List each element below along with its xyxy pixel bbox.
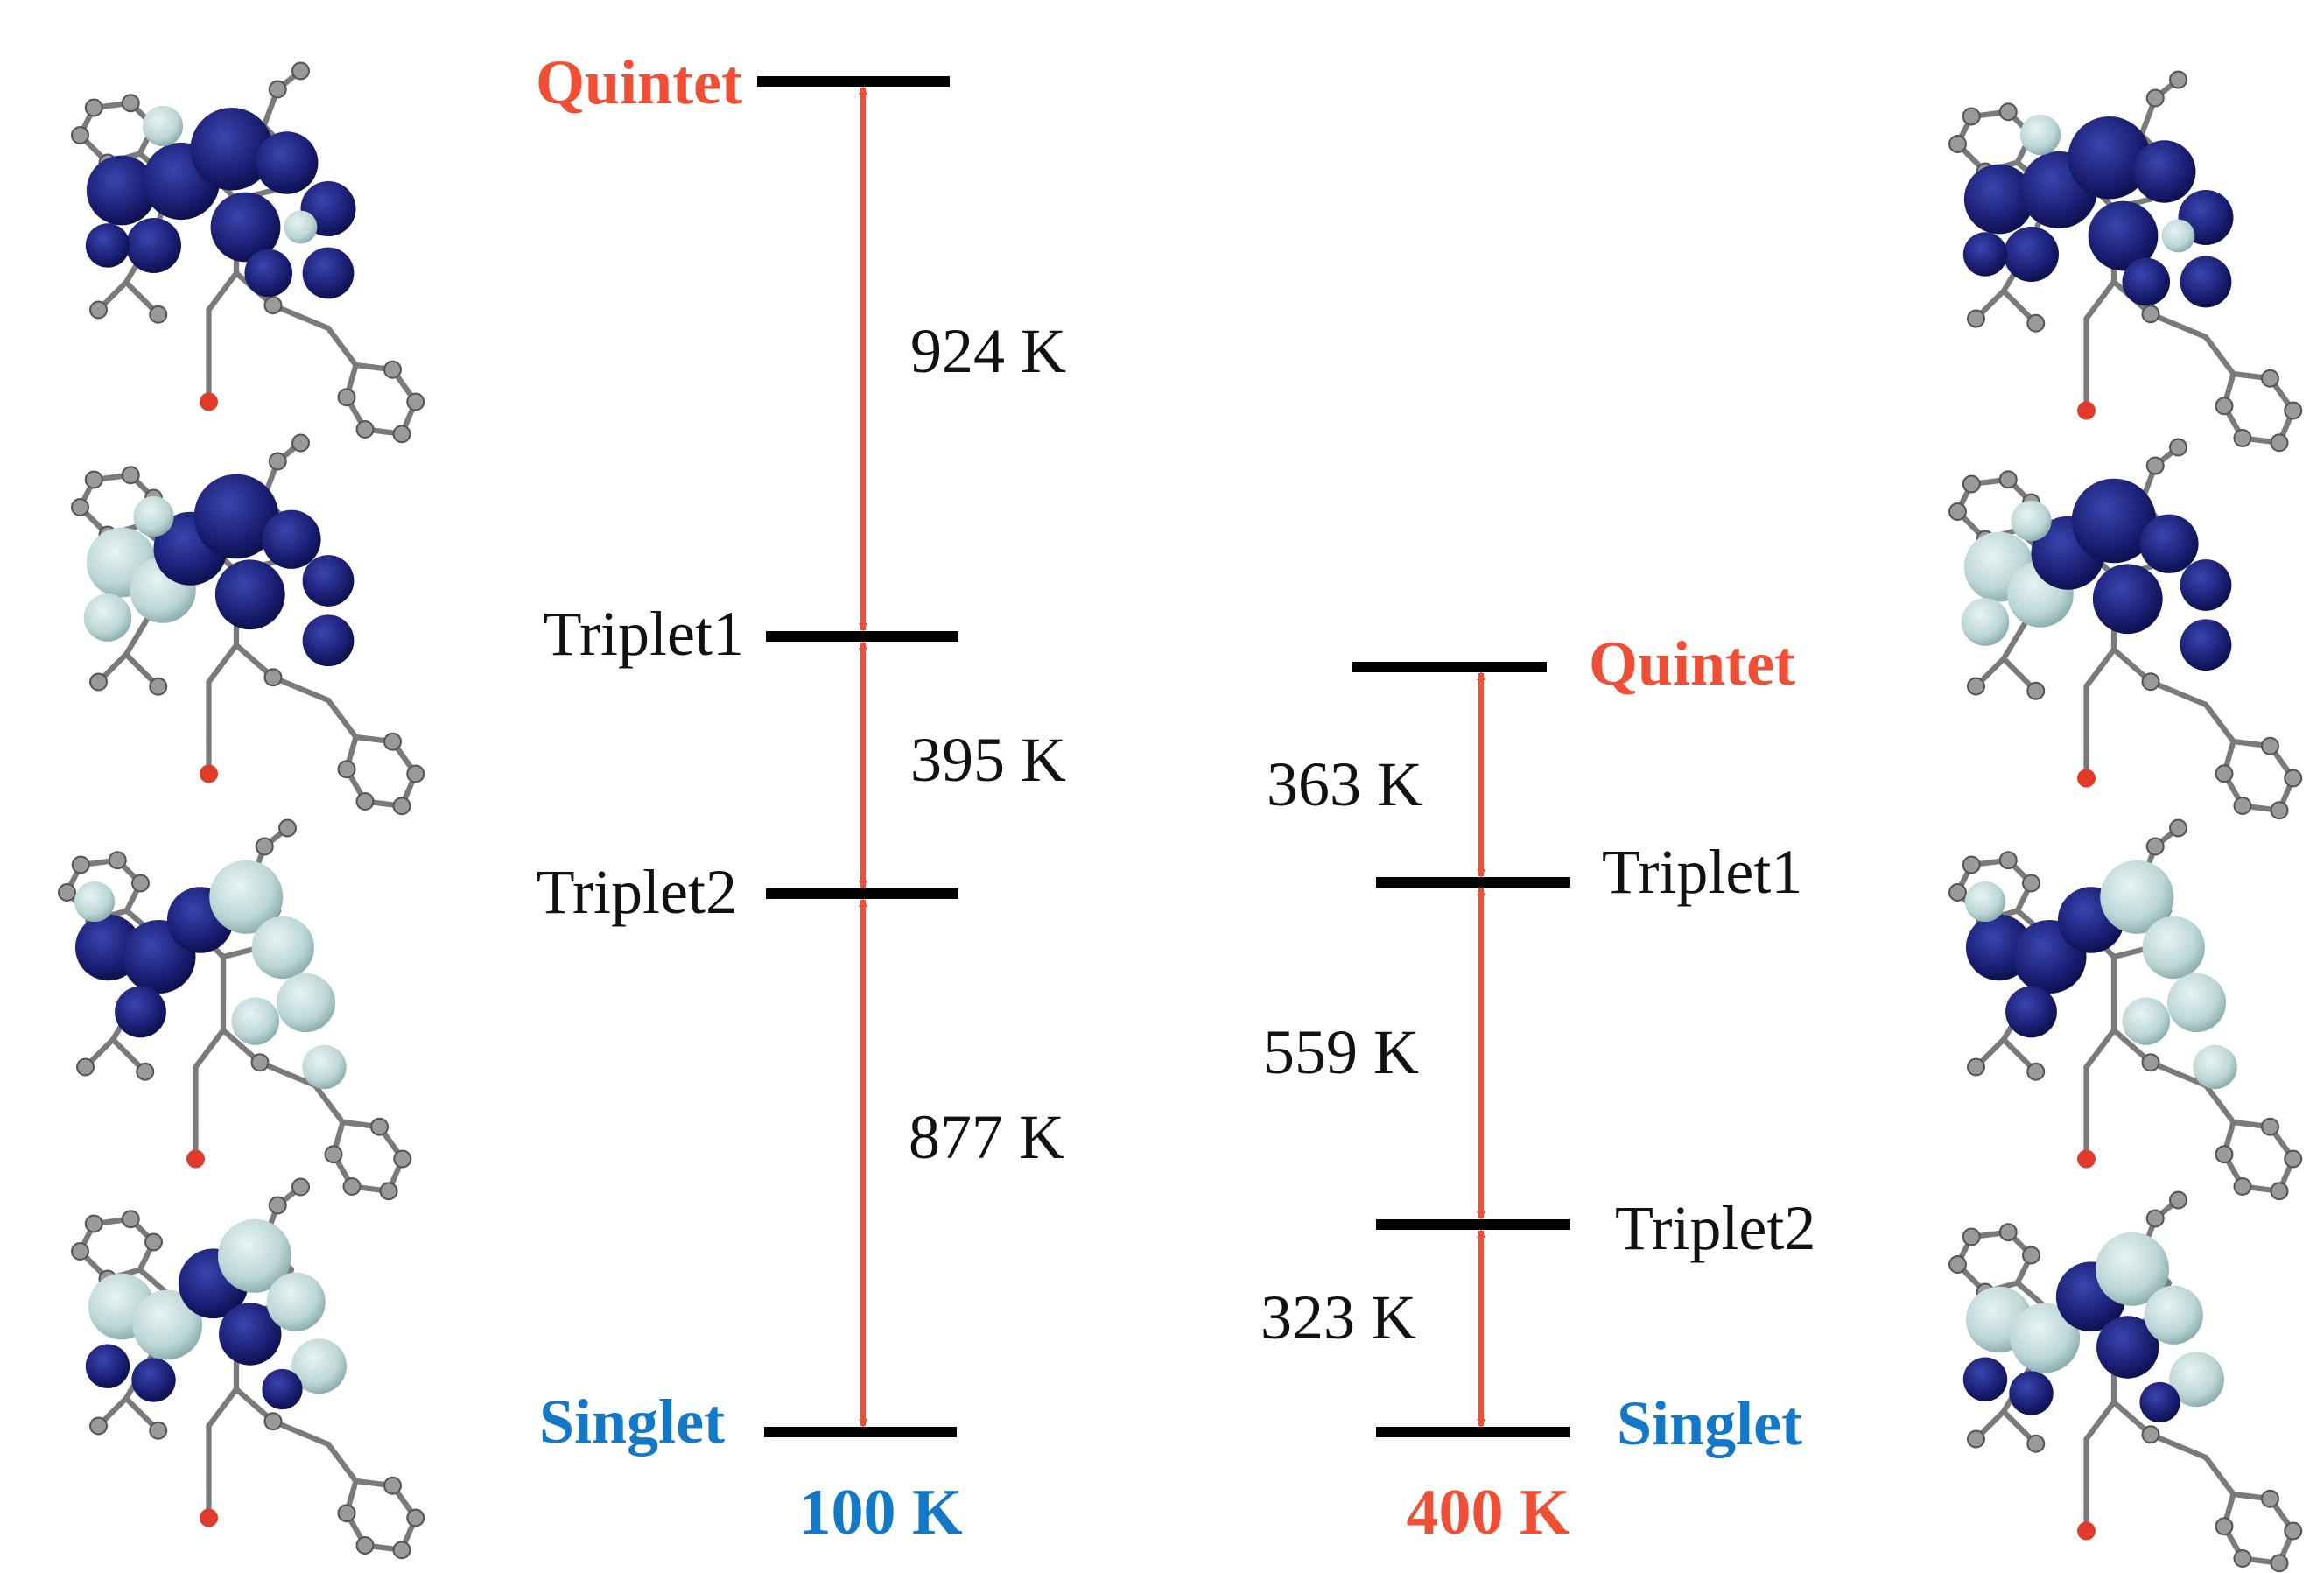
temperature-right: 400 K xyxy=(1406,1477,1569,1548)
label-singlet-left: Singlet xyxy=(539,1387,725,1457)
label-triplet1-right: Triplet1 xyxy=(1602,837,1802,907)
molecule-image-left-singlet xyxy=(72,1179,424,1559)
molecule-image-left-triplet1 xyxy=(72,435,424,815)
label-triplet2-right: Triplet2 xyxy=(1615,1193,1815,1263)
molecule-image-right-triplet1 xyxy=(1949,439,2301,819)
label-quintet-right: Quintet xyxy=(1589,628,1795,699)
gap-label-left-3: 877 K xyxy=(909,1102,1064,1172)
molecule-image-left-triplet2 xyxy=(59,820,411,1200)
gap-label-right-2: 559 K xyxy=(1263,1017,1419,1087)
label-quintet-left: Quintet xyxy=(536,47,742,117)
molecule-image-right-singlet xyxy=(1949,1192,2301,1572)
gap-label-left-2: 395 K xyxy=(910,725,1066,795)
label-singlet-right: Singlet xyxy=(1617,1388,1802,1458)
molecule-image-left-quintet xyxy=(72,63,424,443)
temperature-left: 100 K xyxy=(798,1477,962,1548)
right-ladder: Quintet Triplet1 Triplet2 Singlet 363 K … xyxy=(1260,628,1815,1548)
left-ladder: Quintet Triplet1 Triplet2 Singlet 924 K … xyxy=(536,47,1066,1548)
gap-label-right-3: 323 K xyxy=(1260,1282,1416,1352)
molecule-image-right-triplet2 xyxy=(1949,820,2301,1200)
gap-label-left-1: 924 K xyxy=(910,316,1066,386)
label-triplet2-left: Triplet2 xyxy=(537,857,737,927)
label-triplet1-left: Triplet1 xyxy=(544,599,744,669)
gap-label-right-1: 363 K xyxy=(1267,749,1422,819)
molecule-image-right-quintet xyxy=(1949,72,2301,452)
